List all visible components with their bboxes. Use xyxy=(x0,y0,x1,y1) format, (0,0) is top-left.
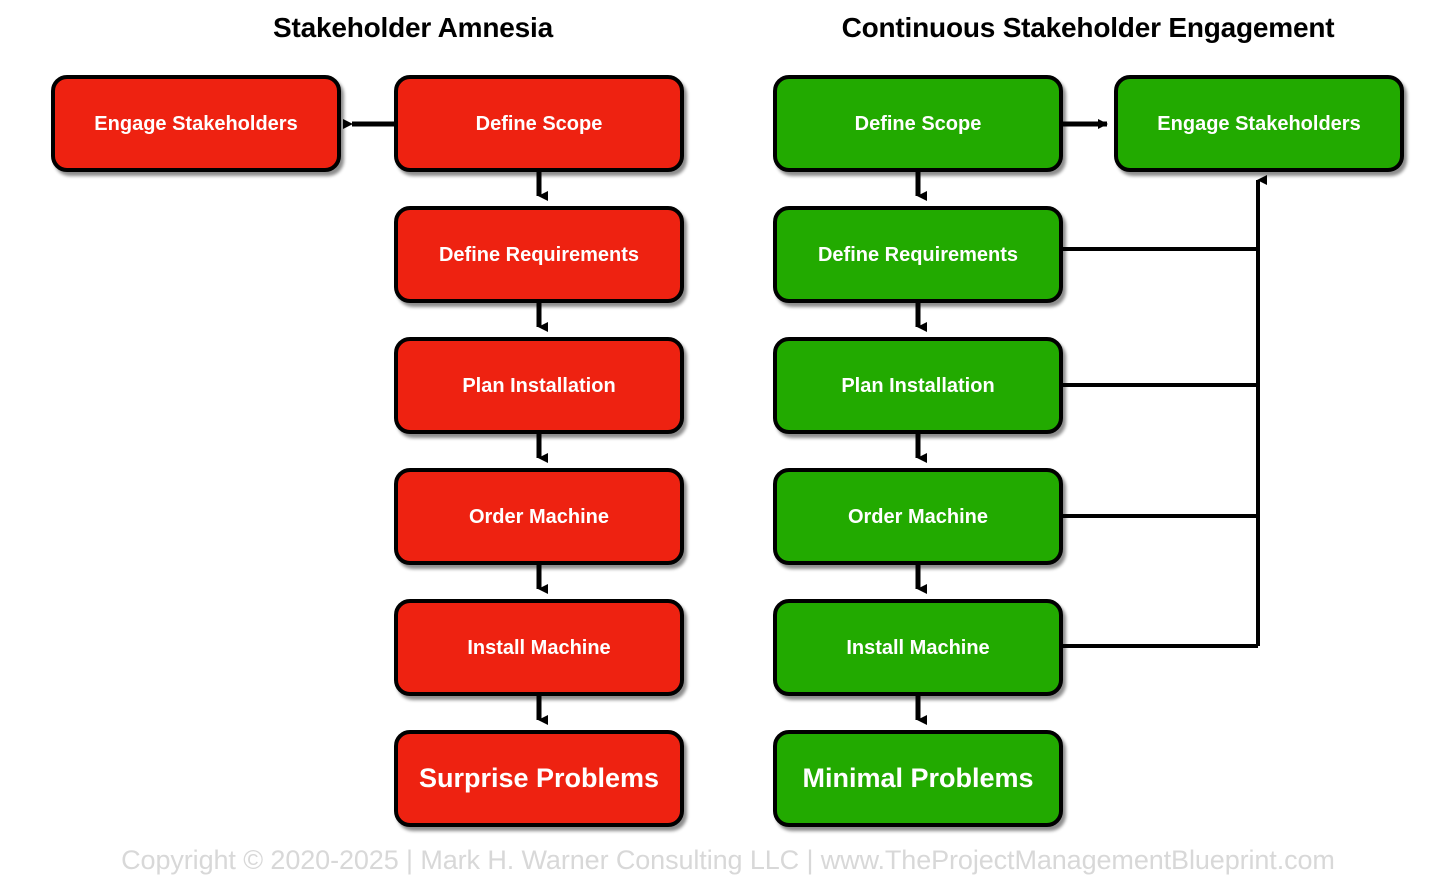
node-define-scope-right[interactable]: Define Scope xyxy=(773,75,1063,172)
node-engage-stakeholders-left[interactable]: Engage Stakeholders xyxy=(51,75,341,172)
panel-title-continuous-stakeholder-engagement: Continuous Stakeholder Engagement xyxy=(841,12,1335,43)
node-install-machine-right[interactable]: Install Machine xyxy=(773,599,1063,696)
copyright-footer: Copyright © 2020-2025 | Mark H. Warner C… xyxy=(121,845,1335,875)
node-plan-installation-right[interactable]: Plan Installation xyxy=(773,337,1063,434)
node-define-scope-left[interactable]: Define Scope xyxy=(394,75,684,172)
panel-title-stakeholder-amnesia: Stakeholder Amnesia xyxy=(273,12,553,43)
node-minimal-problems[interactable]: Minimal Problems xyxy=(773,730,1063,827)
node-surprise-problems[interactable]: Surprise Problems xyxy=(394,730,684,827)
node-install-machine-left[interactable]: Install Machine xyxy=(394,599,684,696)
node-plan-installation-left[interactable]: Plan Installation xyxy=(394,337,684,434)
node-order-machine-left[interactable]: Order Machine xyxy=(394,468,684,565)
node-define-requirements-right[interactable]: Define Requirements xyxy=(773,206,1063,303)
node-order-machine-right[interactable]: Order Machine xyxy=(773,468,1063,565)
node-define-requirements-left[interactable]: Define Requirements xyxy=(394,206,684,303)
node-engage-stakeholders-right[interactable]: Engage Stakeholders xyxy=(1114,75,1404,172)
